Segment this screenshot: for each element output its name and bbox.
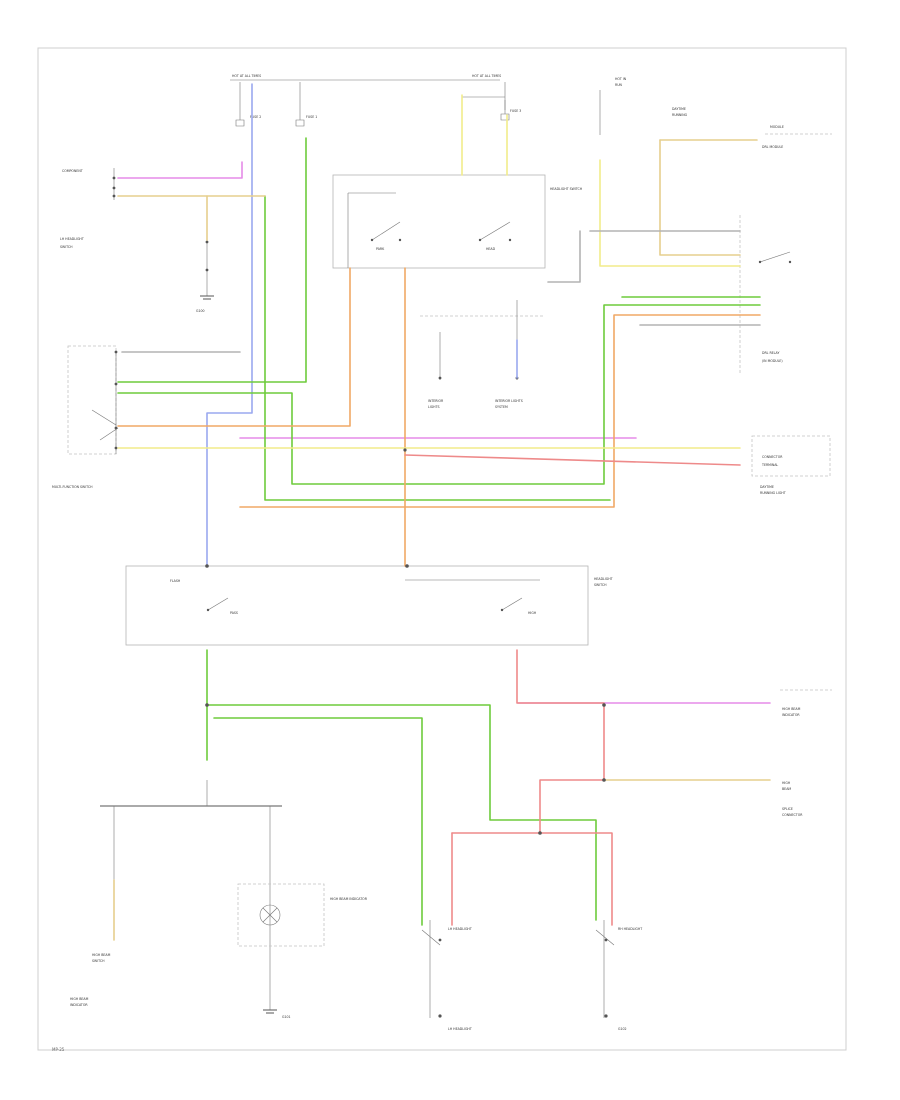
wire-blue-3 <box>206 83 253 567</box>
svg-text:COMPONENT: COMPONENT <box>62 169 83 173</box>
svg-text:INTERIOR LIGHTS: INTERIOR LIGHTS <box>495 399 523 403</box>
svg-text:HIGH BEAM: HIGH BEAM <box>70 997 89 1001</box>
svg-text:HIGH BEAM: HIGH BEAM <box>92 953 111 957</box>
mid-fuse-cluster: INTERIOR LIGHTS INTERIOR LIGHTS SYSTEM <box>420 300 545 409</box>
wire-red-27 <box>451 832 613 926</box>
top-power-section: HOT AT ALL TIMES HOT AT ALL TIMES FUSE 2… <box>230 74 521 175</box>
svg-text:CONNECTOR: CONNECTOR <box>782 813 803 817</box>
headlight-switch-label: HEADLIGHT SWITCH <box>550 187 583 191</box>
wire-orange-12 <box>117 267 351 427</box>
svg-text:SPLICE: SPLICE <box>782 807 793 811</box>
wire-violet-0 <box>117 161 243 179</box>
wire-red-26 <box>516 649 605 834</box>
wire-yellow-18 <box>599 159 741 267</box>
wire-tan-22 <box>659 139 741 256</box>
svg-text:HIGH: HIGH <box>528 611 537 615</box>
fuse-symbol-1 <box>235 110 245 127</box>
page-footer: MP-25 <box>52 1047 65 1052</box>
svg-text:(IN MODULE): (IN MODULE) <box>762 359 783 363</box>
wire-orange-14 <box>239 314 761 508</box>
right-mid-component: CONNECTOR TERMINAL DAYTIME RUNNING LIGHT <box>751 435 831 495</box>
svg-text:RUNNING: RUNNING <box>672 113 688 117</box>
svg-text:MODULE: MODULE <box>770 125 784 129</box>
wire-green-7 <box>264 195 611 501</box>
multifunction-label: MULTI-FUNCTION SWITCH <box>52 485 93 489</box>
svg-text:HEADLIGHT: HEADLIGHT <box>594 577 613 581</box>
lh-headlight-label: LH HEADLIGHT <box>448 927 472 931</box>
svg-text:LH HEADLIGHT: LH HEADLIGHT <box>60 237 84 241</box>
wire-layer <box>113 83 771 941</box>
fuse-symbol-3 <box>500 100 510 121</box>
svg-text:FLASH: FLASH <box>170 579 181 583</box>
rh-headlight-label: RH HEADLIGHT <box>618 927 642 931</box>
svg-text:LH HEADLIGHT: LH HEADLIGHT <box>448 1027 472 1031</box>
svg-text:SWITCH: SWITCH <box>594 583 607 587</box>
multifunction-switch: MULTI-FUNCTION SWITCH <box>52 345 119 489</box>
svg-text:HIGH: HIGH <box>782 781 791 785</box>
headlight-switch-box: HEADLIGHT SWITCH PARK HEAD <box>332 174 583 269</box>
svg-text:SYSTEM: SYSTEM <box>495 405 508 409</box>
svg-text:TERMINAL: TERMINAL <box>761 463 778 467</box>
lower-switch-box: HEADLIGHT SWITCH FLASH PASS HIGH <box>125 565 613 646</box>
svg-text:RUNNING LIGHT: RUNNING LIGHT <box>760 491 786 495</box>
diagram-frame <box>37 47 847 1051</box>
fuse-label-2: FUSE 1 <box>306 115 317 119</box>
svg-text:PASS: PASS <box>230 611 238 615</box>
fuse-symbol-2 <box>295 110 305 127</box>
svg-text:SWITCH: SWITCH <box>92 959 105 963</box>
wire-gray-30 <box>547 230 581 283</box>
upper-left-component: COMPONENT LH HEADLIGHT SWITCH G100 <box>60 168 214 313</box>
svg-text:DAYTIME: DAYTIME <box>760 485 774 489</box>
wire-green-10 <box>206 704 597 921</box>
svg-text:RUN: RUN <box>615 83 623 87</box>
svg-text:HOT IN: HOT IN <box>615 77 627 81</box>
svg-text:DRL RELAY: DRL RELAY <box>762 351 779 355</box>
svg-text:CONNECTOR: CONNECTOR <box>762 455 783 459</box>
svg-text:LIGHTS: LIGHTS <box>428 405 440 409</box>
svg-text:INTERIOR: INTERIOR <box>428 399 444 403</box>
svg-text:SWITCH: SWITCH <box>60 245 73 249</box>
svg-text:PARK: PARK <box>376 247 385 251</box>
svg-text:INDICATOR: INDICATOR <box>782 713 800 717</box>
hot-label-left: HOT AT ALL TIMES <box>232 74 261 78</box>
wire-green-11 <box>213 717 423 926</box>
svg-text:DRL MODULE: DRL MODULE <box>762 145 783 149</box>
svg-text:DAYTIME: DAYTIME <box>672 107 686 111</box>
fuse-label-1: FUSE 2 <box>250 115 261 119</box>
svg-text:INDICATOR: INDICATOR <box>70 1003 88 1007</box>
indicator-label: HIGH BEAM INDICATOR <box>330 897 368 901</box>
ground-label-right: G102 <box>618 1027 627 1031</box>
hot-label-right: HOT AT ALL TIMES <box>472 74 501 78</box>
indicator-lamp <box>259 904 281 926</box>
fuse-label-3: FUSE 3 <box>510 109 521 113</box>
splices <box>205 448 606 835</box>
ground-label-left: G101 <box>282 1015 291 1019</box>
upper-right-cluster: HOT IN RUN DAYTIME RUNNING MODULE DRL MO… <box>599 77 832 375</box>
lower-right-labels: HIGH BEAM INDICATOR HIGH BEAM SPLICE CON… <box>780 689 832 817</box>
svg-text:HIGH BEAM: HIGH BEAM <box>782 707 801 711</box>
wire-green-5 <box>117 137 307 383</box>
headlights: LH HEADLIGHT LH HEADLIGHT RH HEADLIGHT G… <box>421 920 642 1031</box>
wire-green-6 <box>117 304 761 485</box>
svg-text:G100: G100 <box>196 309 205 313</box>
svg-text:BEAM: BEAM <box>782 787 791 791</box>
svg-text:HEAD: HEAD <box>486 247 496 251</box>
wire-red-25 <box>404 454 741 466</box>
